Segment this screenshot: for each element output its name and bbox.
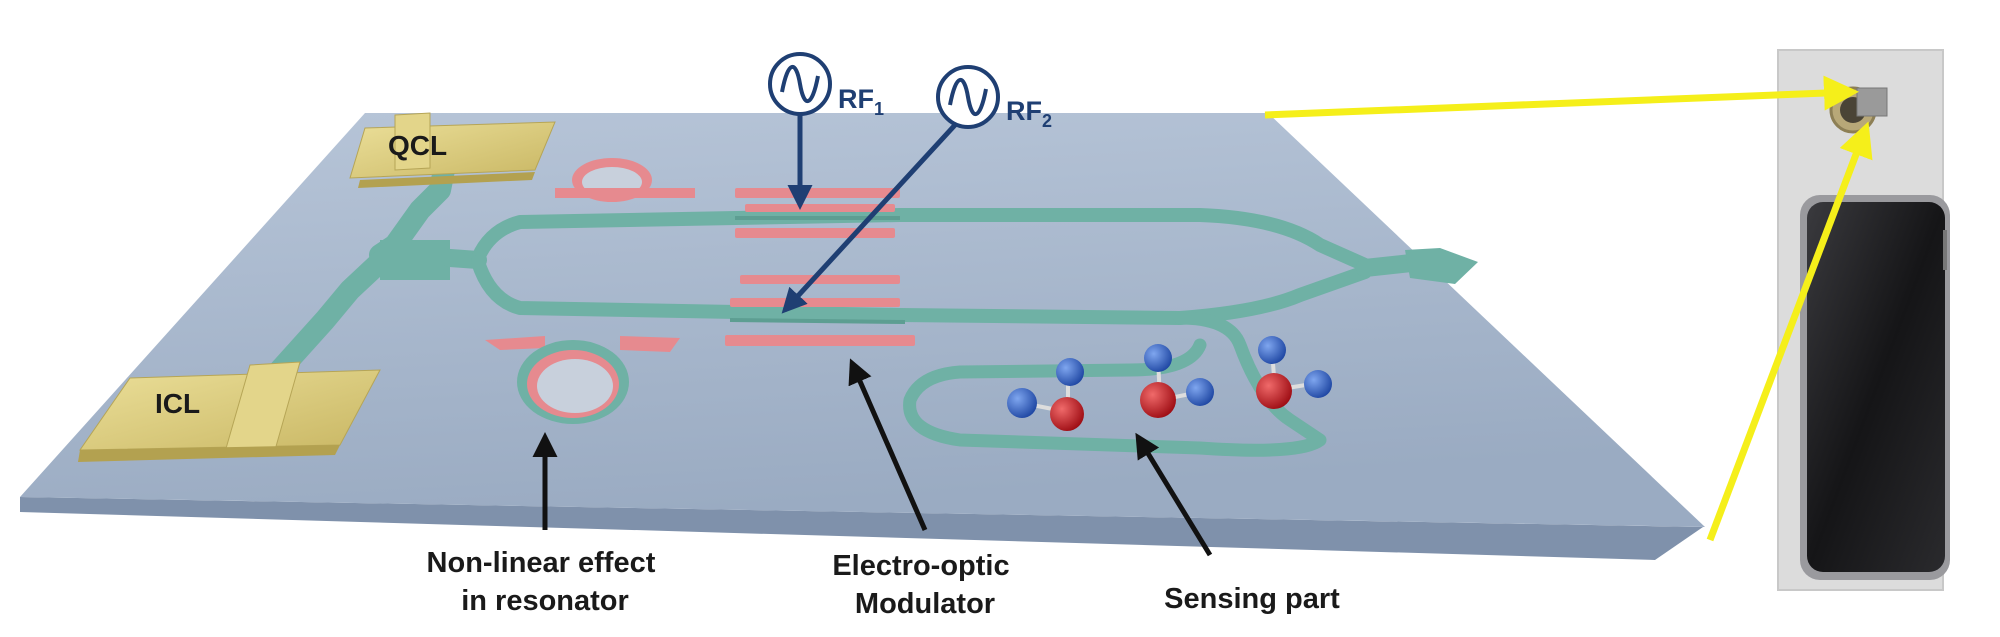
qcl-label: QCL [388,130,447,161]
caption-resonator-line-1: Non-linear effect [427,547,656,579]
icl-laser [78,361,381,462]
combiner-block [380,240,450,280]
resonator-bottom [485,336,680,424]
rf1-subscript: 1 [874,99,884,119]
yellow-pointer-top [1264,75,1859,119]
caption-modulator: Electro-optic Modulator [832,550,1017,620]
rf1-label: RF [838,84,874,114]
smartphone-photo [1800,195,1950,580]
molecule-2 [1140,344,1214,418]
caption-sensing: Sensing part [1164,583,1340,615]
molecule-1 [1007,358,1084,431]
rf2-subscript: 2 [1042,111,1052,131]
modulator-arrow [848,358,928,532]
svg-text:RF2: RF2 [1006,96,1052,131]
sensing-arrow [1135,432,1213,557]
yellow-pointer-bottom [1706,121,1873,542]
resonator-top [555,158,695,202]
rf2-label: RF [1006,96,1042,126]
molecule-3 [1256,336,1332,409]
output-taper [1405,248,1478,284]
caption-modulator-line-2: Modulator [855,588,995,620]
sine-wave-icon [780,64,820,104]
svg-text:RF1: RF1 [838,84,884,119]
caption-modulator-line-1: Electro-optic [832,550,1009,582]
qcl-laser [349,112,556,188]
icl-label: ICL [155,388,200,419]
rf2-source: RF2 [781,65,1052,314]
rf1-source: RF1 [768,52,884,210]
caption-resonator-line-2: in resonator [461,585,629,617]
molecules [1007,336,1332,431]
caption-resonator: Non-linear effect in resonator [427,547,664,617]
sine-wave-icon [948,77,988,117]
